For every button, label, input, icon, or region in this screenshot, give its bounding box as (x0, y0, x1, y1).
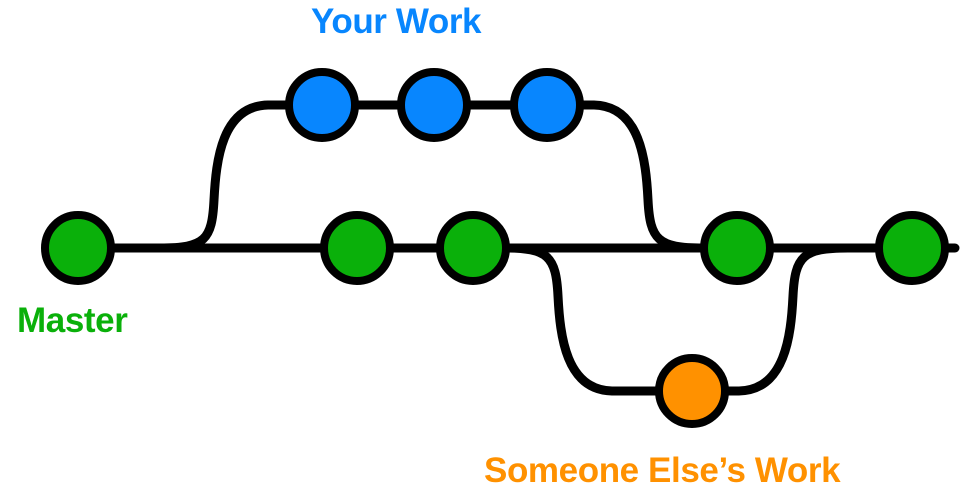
commit-node-master-1[interactable] (41, 211, 115, 285)
commit-node-master-2[interactable] (320, 211, 394, 285)
branch-label-someone-else: Someone Else’s Work (484, 451, 841, 490)
edge-branch-out-your-work (155, 100, 335, 253)
edge-layer (73, 100, 960, 396)
commit-node-master-5[interactable] (875, 211, 949, 285)
edge-merge-in-your-work (536, 100, 708, 253)
edge-branch-out-someone-else (499, 243, 677, 396)
branch-label-master: Master (17, 301, 128, 340)
commit-node-your-work-1[interactable] (285, 68, 359, 142)
commit-node-your-work-2[interactable] (397, 68, 471, 142)
commit-node-someone-else-1[interactable] (655, 354, 729, 428)
commit-node-your-work-3[interactable] (510, 68, 584, 142)
commit-node-master-3[interactable] (436, 211, 510, 285)
edge-merge-in-someone-else (681, 243, 853, 396)
commit-node-layer (41, 68, 949, 428)
commit-node-master-4[interactable] (700, 211, 774, 285)
branch-label-your-work: Your Work (311, 2, 482, 41)
